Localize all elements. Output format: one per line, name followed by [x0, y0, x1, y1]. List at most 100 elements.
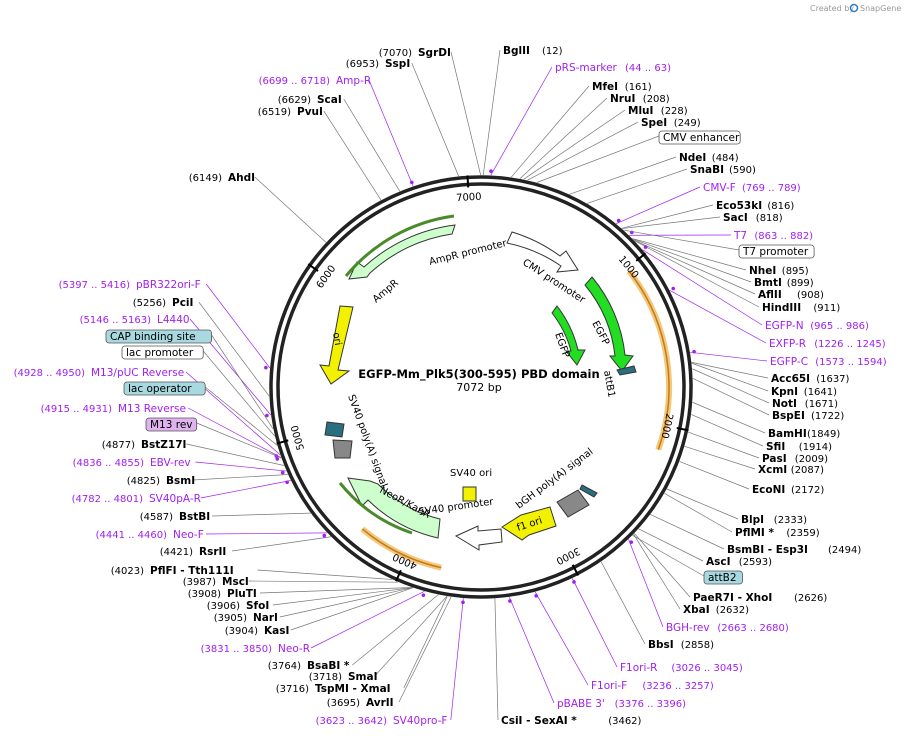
leader-line — [621, 204, 714, 229]
leader-line — [343, 98, 400, 192]
leader-line — [650, 514, 725, 550]
backbone — [269, 175, 693, 599]
enzyme-site: CsiI - SexAI *(3462) — [501, 715, 642, 727]
site-position: (3695) — [327, 698, 360, 709]
enzyme-site: NdeI(484) — [679, 152, 739, 164]
site-name: CsiI - SexAI * — [501, 715, 577, 727]
ampr-dark-edge — [344, 214, 455, 277]
site-name: PasI — [762, 453, 787, 465]
site-position: (818) — [756, 213, 783, 224]
site-position: (1641) — [804, 387, 837, 398]
snapgene-icon — [849, 3, 859, 13]
enzyme-site: (6149)AhdI — [189, 172, 255, 184]
leader-line — [398, 596, 452, 703]
primer-feature: (4836 .. 4855)EBV-rev — [73, 457, 191, 469]
primer-feature: CMV-F(769 .. 789) — [703, 182, 801, 194]
site-name: T7 — [733, 230, 747, 242]
primer-mark — [671, 286, 676, 291]
leader-line — [231, 536, 332, 552]
site-name: CMV-F — [703, 182, 736, 194]
primer-feature: F1ori-F(3236 .. 3257) — [591, 680, 714, 692]
leader-line — [664, 492, 733, 533]
leader-line — [202, 350, 276, 437]
enzyme-site: HindIII(911) — [762, 302, 840, 314]
primer-feature: pBABE 3'(3376 .. 3396) — [557, 698, 686, 710]
enzyme-site: SnaBI(590) — [690, 164, 756, 176]
feature-box — [121, 345, 204, 360]
primer-feature: (4782 .. 4801)SV40pA-R — [72, 493, 201, 505]
leader-line — [690, 351, 768, 362]
primer-feature: (4915 .. 4931)M13 Reverse — [41, 403, 186, 415]
primer-mark — [280, 470, 285, 475]
primer-mark — [616, 218, 621, 223]
leader-line — [692, 368, 770, 404]
feature-box — [105, 329, 212, 344]
sv40-promoter-arrow — [454, 525, 503, 551]
site-name: BbsI — [648, 639, 674, 651]
leader-line — [684, 445, 756, 470]
site-name: NotI — [772, 398, 797, 410]
enzyme-site: (6519)PvuI — [258, 106, 323, 118]
enzyme-site: XcmI (2087) — [758, 464, 824, 476]
ori-arrow — [319, 305, 354, 385]
enzyme-site: (6953)SspI — [346, 58, 411, 70]
site-name: AhdI — [228, 172, 255, 184]
leader-line — [691, 414, 764, 447]
enzyme-site: (3908)PluTI — [188, 588, 257, 600]
site-position: (3987) — [183, 577, 216, 588]
site-position: (4023) — [111, 566, 144, 577]
site-position: (5146 .. 5163) — [80, 315, 152, 326]
enzyme-site: (3904)KasI — [225, 625, 290, 637]
site-name: XcmI — [758, 464, 787, 476]
feature-box-label: CMV enhancer — [663, 132, 740, 144]
leader-line — [628, 539, 664, 628]
enzyme-site: AscI(2593) — [706, 556, 772, 568]
site-name: SacI — [723, 212, 748, 224]
feature-box — [738, 244, 815, 259]
site-name: M13/pUC Reverse — [91, 367, 184, 379]
tick-mark — [571, 564, 580, 576]
site-name: AscI — [706, 556, 731, 568]
enzyme-site: (6629)ScaI — [278, 94, 342, 106]
attb1-marker — [616, 365, 637, 376]
site-name: pBABE 3' — [557, 698, 605, 710]
site-name: PflFI - Tth111I — [150, 565, 234, 577]
leader-line — [374, 595, 448, 677]
enzyme-site: BlpI(2333) — [741, 514, 807, 526]
leader-line — [523, 109, 626, 180]
site-name: MfeI — [592, 81, 618, 93]
enzyme-site: MfeI(161) — [592, 81, 652, 93]
enzyme-site: (3718)SmaI — [309, 671, 378, 683]
site-name: BGH-rev — [666, 622, 710, 634]
enzyme-site: Acc65I(1637) — [771, 373, 850, 385]
primer-mark — [572, 580, 576, 584]
leader-line — [494, 598, 499, 721]
enzyme-site: NheI(895) — [749, 265, 809, 277]
site-name: EcoNI — [752, 484, 785, 496]
leader-line — [571, 578, 618, 668]
site-name: F1ori-F — [591, 680, 627, 692]
site-name: SpeI — [641, 117, 667, 129]
enzyme-site: BglII(12) — [503, 45, 563, 57]
site-position: (4421) — [160, 547, 193, 558]
site-position: (3623 .. 3642) — [316, 716, 388, 727]
site-position: (911) — [813, 303, 840, 314]
credit-prefix: Created by — [810, 4, 854, 13]
site-name: PaeR7I - XhoI — [693, 592, 772, 604]
site-position: (2087) — [791, 465, 824, 476]
primer-mark — [285, 480, 289, 485]
primer-mark — [643, 245, 648, 249]
feature-box-label: M13 rev — [150, 419, 193, 431]
leader-line — [688, 431, 760, 459]
leader-line — [634, 533, 691, 598]
site-name: KasI — [264, 625, 289, 637]
ori-label: ori — [330, 332, 343, 347]
site-name: SgrDI — [418, 47, 451, 59]
site-name: BsmI — [166, 475, 195, 487]
lac-marker — [324, 421, 345, 438]
leader-line — [632, 534, 705, 577]
site-position: (4877) — [102, 440, 135, 451]
tick-label: 3000 — [554, 545, 582, 566]
primer-mark — [692, 349, 696, 354]
